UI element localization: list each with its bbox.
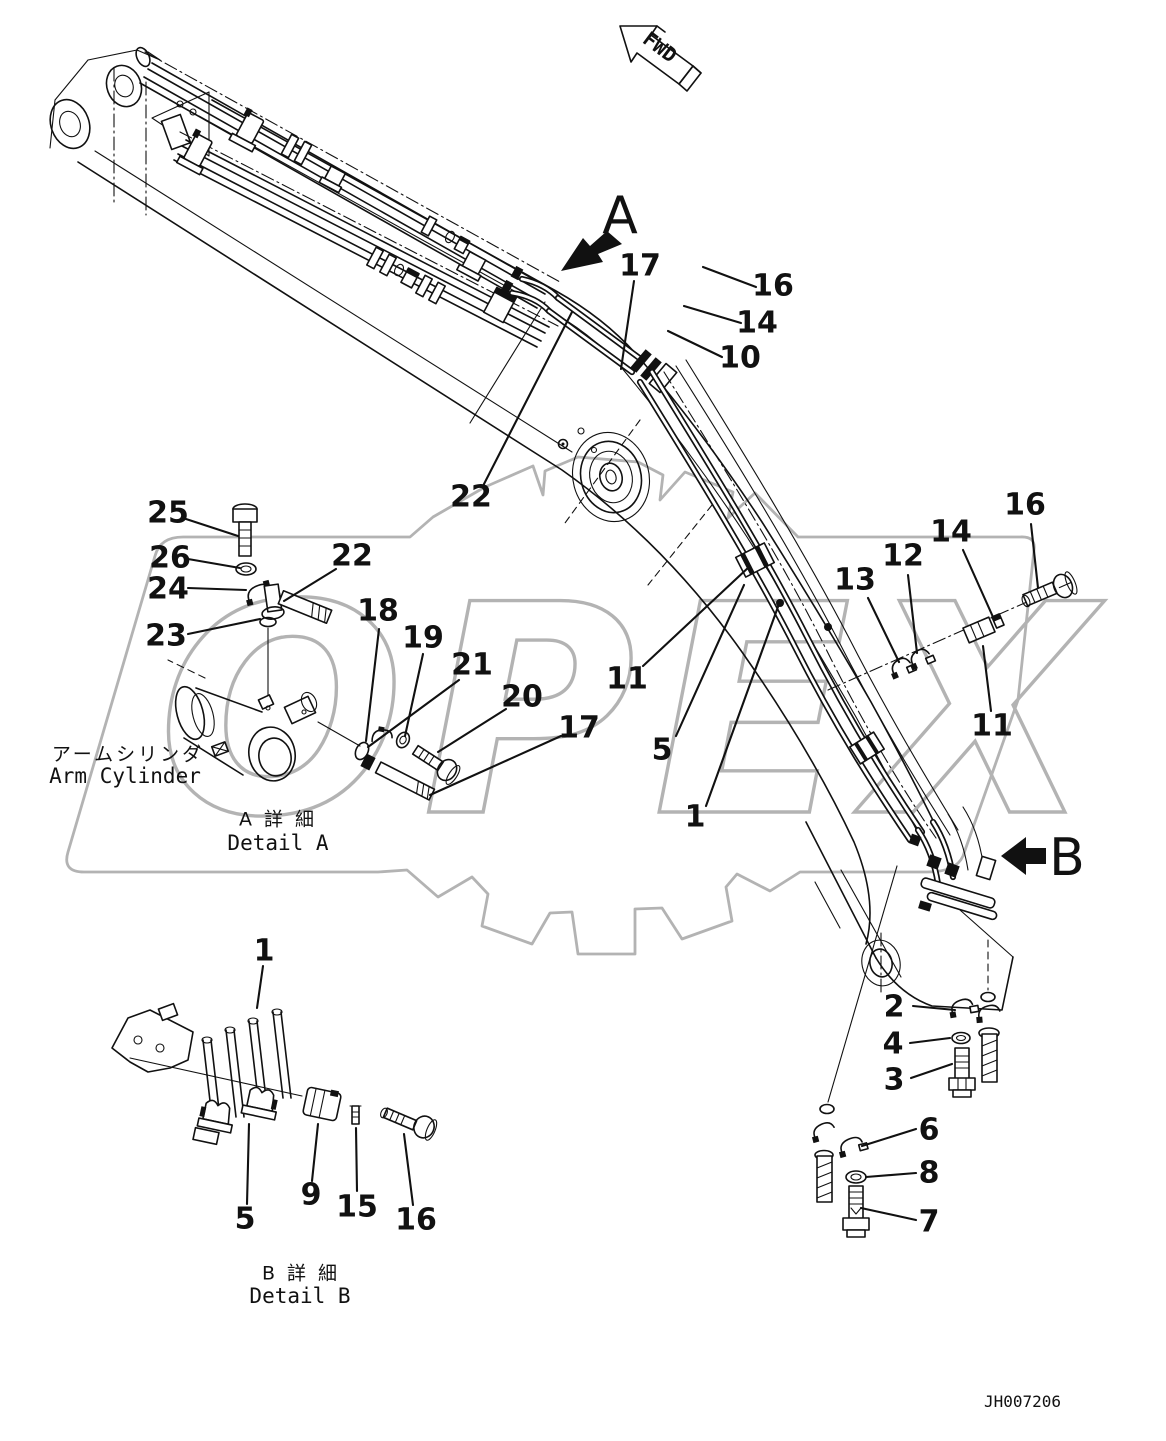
callout-9: 9 [300,1177,322,1213]
callout-1-mid: 1 [684,799,706,835]
callout-10: 10 [719,340,761,376]
callout-6: 6 [918,1112,940,1148]
detail-a-caption-ja: A 詳 細 [238,808,318,831]
callout-17-view-a: 17 [619,248,661,284]
exploded-lower-right [811,865,898,1238]
detail-a-caption-en: Detail A [227,831,329,855]
callout-5-detail-b: 5 [234,1201,256,1237]
boom-tip [805,821,1014,1011]
view-b-letter: B [1049,828,1085,888]
part-washer-4 [951,1031,971,1045]
arm-cylinder-drawing [167,659,361,782]
callout-5-mid: 5 [651,732,673,768]
part-mounted-bolt-2 [814,1149,834,1203]
pipe-end-flanges [908,806,998,921]
detail-b-caption-en: Detail B [249,1284,351,1308]
callout-16-top: 16 [752,268,794,304]
boom-boss [571,431,651,523]
boom-assembly [49,46,1014,1011]
callout-16-detail-b: 16 [395,1202,437,1238]
arm-cylinder-label-en: Arm Cylinder [49,764,201,788]
part-bolt-16-right [1021,571,1078,608]
callout-24: 24 [147,571,189,607]
callout-20: 20 [501,679,543,715]
view-a-letter: A [602,186,638,246]
pipe-descent [636,359,959,844]
callout-1-detail-b: 1 [253,933,275,969]
callout-18: 18 [357,593,399,629]
part-bolt-7 [842,1185,870,1238]
detail-b-drawing [111,1002,438,1146]
part-mounted-bolt [976,1004,1001,1083]
callout-15: 15 [336,1189,378,1225]
callout-21: 21 [451,647,493,683]
part-washer-8 [845,1170,867,1184]
part-bolt-20 [411,744,461,786]
callout-8: 8 [918,1155,940,1191]
exploded-bottom-right [948,939,1001,1098]
callout-2: 2 [883,989,905,1025]
part-nut-14 [991,613,1005,629]
callout-13: 13 [834,562,876,598]
part-union-11 [962,616,996,644]
drawing-code: JH007206 [984,1392,1062,1411]
callout-4: 4 [882,1026,904,1062]
callout-17-detail-a: 17 [558,710,600,746]
callout-23: 23 [145,618,187,654]
detail-b-clamps-5 [192,1086,278,1146]
boom-foot [49,46,197,151]
gear-outline [65,455,1036,956]
callout-12: 12 [882,538,924,574]
detail-a-small-parts [354,726,461,801]
part-clamp-9 [302,1086,342,1122]
callout-26: 26 [149,540,191,576]
detail-a-drawing [167,503,461,801]
part-bolt-15 [349,1105,362,1125]
pipe-bend-elbows [482,265,678,394]
part-washer-26 [235,562,257,576]
part-bolt-16-detail-b [380,1107,438,1141]
callout-7: 7 [918,1204,940,1240]
part-clamp-pair [811,1121,835,1144]
view-b-arrow [1001,837,1046,875]
callout-3: 3 [883,1062,905,1098]
callout-22-detail-a: 22 [331,538,373,574]
fwd-arrow [619,25,702,92]
arm-cylinder-label-ja: アームシリンダ [51,743,205,766]
callout-11-mid: 11 [606,661,648,697]
callout-19: 19 [402,620,444,656]
part-bolt-3 [948,1047,976,1098]
view-a-arrow [561,231,622,271]
leader-lines [184,265,1040,1222]
detail-b-bracket [111,1002,194,1073]
pipe-run-upper [139,51,561,309]
callout-22-mid: 22 [450,479,492,515]
pipe-run-lower [173,128,559,348]
callout-25: 25 [147,495,189,531]
part-bolt-25 [232,503,258,557]
callout-11-right: 11 [971,708,1013,744]
detail-b-caption-ja: B 詳 細 [261,1262,341,1285]
callout-14-right: 14 [930,514,972,550]
part-oring-23 [259,616,277,628]
callout-16-right: 16 [1004,487,1046,523]
part-elbow-22 [261,583,333,625]
callout-14-top: 14 [736,305,778,341]
